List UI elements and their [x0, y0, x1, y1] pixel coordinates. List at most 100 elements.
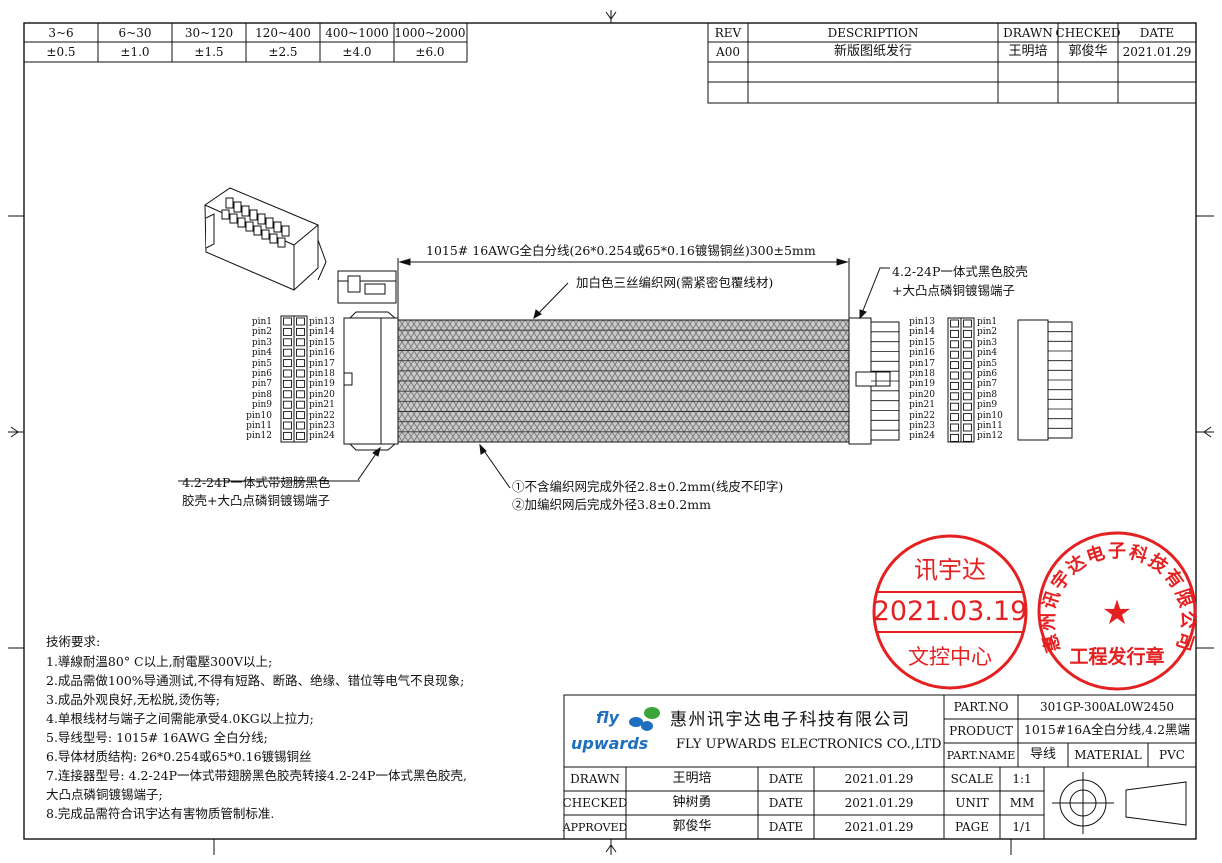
pin-label: pin6	[251, 369, 272, 379]
pin-label: pin14	[309, 327, 335, 338]
pin-label: pin8	[251, 389, 272, 400]
pin-label: pin24	[309, 431, 335, 442]
part-no-label: PART.NO	[953, 700, 1009, 714]
pin-label: pin5	[251, 358, 272, 369]
length-dimension	[397, 258, 850, 318]
pin-label: pin3	[977, 337, 998, 348]
pin-cell	[296, 400, 305, 409]
checked-header: CHECKED	[1055, 26, 1121, 40]
pin-cell	[283, 327, 292, 336]
pin-label: pin20	[909, 389, 935, 400]
pin-cell	[950, 402, 959, 411]
approved-date-value: 2021.01.29	[844, 820, 914, 834]
doc-control-stamp	[872, 534, 1028, 690]
pin-cell	[950, 319, 959, 328]
tolerance-value: ±2.5	[268, 45, 298, 59]
page-value: 1/1	[1012, 820, 1032, 834]
pin-cell	[950, 433, 959, 442]
pin-label: pin7	[251, 379, 272, 390]
requirement-item: 1.導線耐溫80° C以上,耐電壓300V以上;	[46, 654, 273, 669]
od-callout-1: ①不含编织网完成外径2.8±0.2mm(线皮不印字)	[512, 479, 784, 494]
engineering-stamp-star: ★	[1102, 593, 1132, 633]
tolerance-value: ±0.5	[46, 45, 76, 59]
pin-cell	[963, 371, 972, 380]
doc-stamp-top: 讯宇达	[914, 556, 986, 584]
pin-cell	[296, 379, 305, 388]
pin-label: pin3	[251, 337, 272, 348]
pin-label: pin14	[909, 327, 935, 338]
pin-label: pin17	[909, 358, 935, 369]
pin-cell	[283, 359, 292, 368]
pin-label: pin18	[909, 369, 935, 379]
braided-wire-bundle	[397, 319, 850, 443]
pin-cell	[296, 390, 305, 399]
pin-label: pin19	[309, 379, 335, 390]
approved-value: 郭俊华	[672, 819, 712, 834]
braid-callout: 加白色三丝编织网(需紧密包覆线材)	[576, 275, 774, 290]
pin-label: pin9	[251, 400, 272, 411]
pin-label: pin16	[909, 348, 935, 359]
pin-cell	[296, 317, 305, 326]
requirement-item: 7.连接器型号: 4.2-24P一体式带翅膀黑色胶壳转接4.2-24P一体式黑色…	[46, 768, 467, 783]
pin-cell	[963, 319, 972, 328]
pin-label: pin10	[977, 410, 1003, 421]
title-block-grid	[563, 694, 1197, 840]
doc-stamp-bottom: 文控中心	[908, 645, 992, 669]
pin-cell	[950, 340, 959, 349]
product-label: PRODUCT	[949, 724, 1013, 738]
company-name-cn: 惠州讯宇达电子科技有限公司	[670, 710, 911, 730]
requirement-item: 8.完成品需符合讯宇达有害物质管制标准.	[46, 806, 275, 821]
logo-text-fly: fly	[596, 708, 620, 727]
pin-cell	[283, 400, 292, 409]
left-housing-callout-1: 4.2-24P一体式带翅膀黑色	[182, 475, 331, 490]
doc-stamp-date: 2021.03.19	[872, 596, 1028, 627]
pin-label: pin6	[977, 369, 998, 379]
pin-cell	[296, 359, 305, 368]
requirement-item: 5.导线型号: 1015# 16AWG 全白分线;	[46, 730, 268, 745]
pin-cell	[283, 317, 292, 326]
tolerance-range: 120~400	[255, 26, 311, 40]
eng-stamp-center: 工程发行章	[1069, 646, 1165, 668]
pin-label: pin19	[909, 379, 935, 390]
tolerance-value: ±6.0	[415, 45, 445, 59]
pin-cell	[950, 413, 959, 422]
third-angle-projection-symbol	[1052, 772, 1187, 834]
right-pin-cells	[950, 319, 972, 442]
tolerance-range: 3~6	[48, 26, 74, 40]
tolerance-value: ±1.0	[120, 45, 150, 59]
requirement-item: 大凸点磷铜镀锡端子;	[46, 787, 163, 802]
pin-cell	[283, 379, 292, 388]
pin-label: pin23	[909, 421, 935, 431]
left-housing-callout-2: 胶壳+大凸点磷铜镀锡端子	[182, 493, 330, 508]
pin-label: pin8	[977, 389, 998, 400]
pin-label: pin4	[977, 348, 998, 359]
pin-cell	[283, 369, 292, 378]
checked-label: CHECKED	[562, 796, 628, 810]
part-name-value: 导线	[1029, 747, 1057, 762]
tolerance-table-grid	[23, 22, 468, 63]
drawn-value: 王明培	[672, 771, 712, 786]
pin-cell	[963, 423, 972, 432]
pin-cell	[963, 350, 972, 359]
pin-cell	[963, 413, 972, 422]
pin-cell	[963, 340, 972, 349]
length-callout: 1015# 16AWG全白分线(26*0.254或65*0.16镀锡铜丝)300…	[426, 243, 816, 258]
logo-mark	[629, 707, 660, 731]
pin-cell	[296, 369, 305, 378]
pin-cell	[296, 411, 305, 420]
pin-cell	[296, 327, 305, 336]
pin-label: pin2	[251, 327, 272, 338]
pin-label: pin13	[309, 317, 335, 327]
requirement-item: 3.成品外观良好,无松脱,烫伤等;	[46, 692, 221, 707]
date-header: DATE	[1139, 26, 1175, 40]
checked-value: 郭俊华	[1068, 44, 1108, 59]
pin-label: pin10	[246, 410, 272, 421]
pin-cell	[950, 392, 959, 401]
drawn-header: DRAWN	[1003, 26, 1053, 40]
pin-cell	[296, 338, 305, 347]
engineering-stamp	[1037, 531, 1197, 691]
drawn-value: 王明培	[1008, 44, 1048, 59]
pin-label: pin1	[251, 317, 272, 327]
revision-table-grid	[707, 22, 1197, 104]
